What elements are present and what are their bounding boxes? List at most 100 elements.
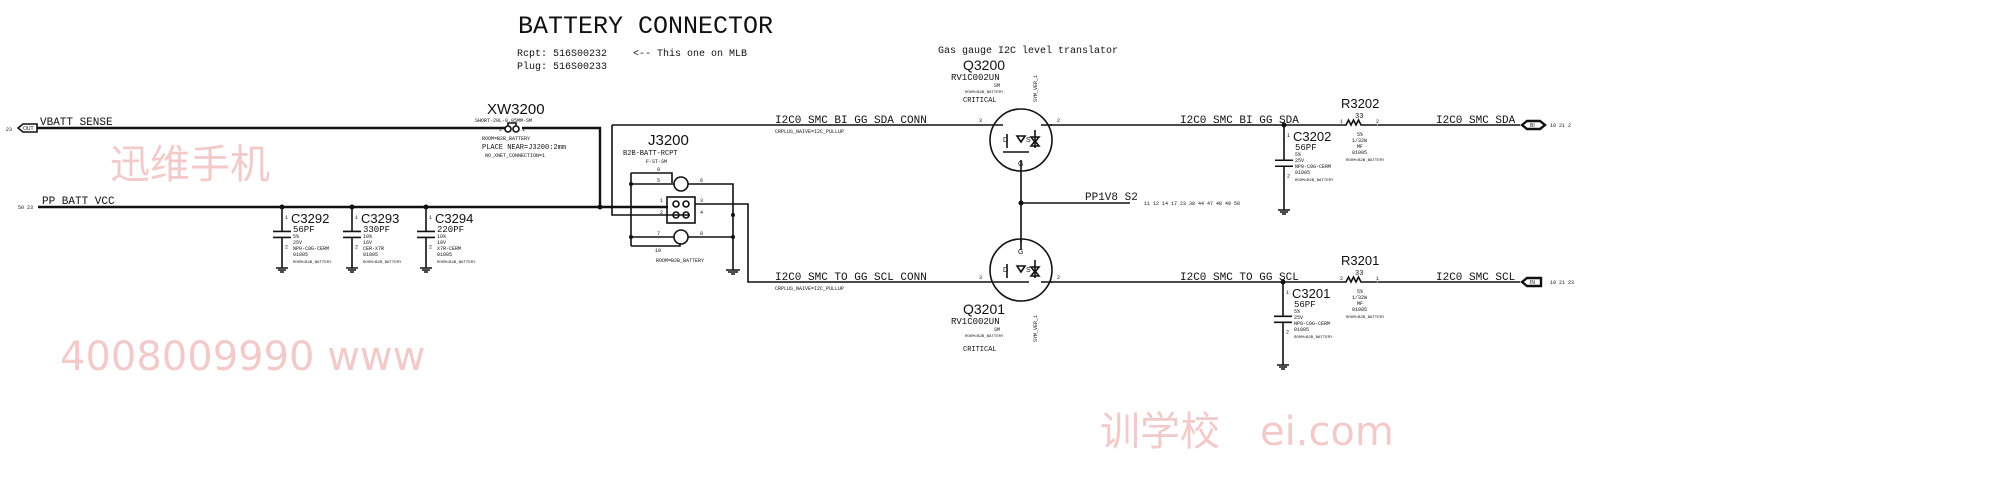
pin-label: 2 xyxy=(355,244,358,250)
pin-label: 1 xyxy=(1287,133,1290,139)
pin-label: 1 xyxy=(1376,276,1379,282)
critical-label: CRITICAL xyxy=(963,346,997,354)
value-label: RV1C002UN xyxy=(951,73,1000,83)
room-label: ROOM=B2B_BATTERY xyxy=(437,261,476,265)
type-label: MF xyxy=(1357,301,1363,307)
connector-wiring xyxy=(630,172,734,270)
wire-i2c-conn xyxy=(611,124,990,283)
junction-dot xyxy=(1281,122,1287,128)
power-label: 1/32W xyxy=(1352,138,1367,144)
room-label: ROOM=B2B_BATTERY xyxy=(363,261,402,265)
mosfet-leads xyxy=(990,240,1052,283)
ref-label: J3200 xyxy=(648,132,689,149)
net-vbatt-sense: VBATT SENSE xyxy=(40,117,113,129)
ref-label: XW3200 xyxy=(487,101,545,118)
dielectric-label: NP0-C0G-CERM xyxy=(1295,164,1331,170)
ref-label: C3293 xyxy=(361,211,399,226)
watermark: 迅维手机 4008009990 www 训学校 ei.com xyxy=(60,142,1394,455)
pin-label: 2 xyxy=(1286,329,1289,335)
symbol-version-label: SYM_VER_1 xyxy=(1033,75,1039,102)
pin-label: 2 xyxy=(1376,119,1379,125)
ref-label: R3202 xyxy=(1341,96,1379,111)
ref-label: Q3201 xyxy=(963,301,1005,317)
package-label: 01005 xyxy=(1352,307,1367,313)
gas-gauge-note: Gas gauge I2C level translator xyxy=(938,45,1118,57)
tolerance-label: 5% xyxy=(1295,152,1301,158)
tolerance-label: 5% xyxy=(293,234,299,240)
place-label: PLACE NEAR=J3200:2mm xyxy=(482,144,566,152)
package-label: 01005 xyxy=(437,252,452,258)
watermark-text: 训学校 xyxy=(1100,409,1220,455)
pin-label: 3 xyxy=(979,118,982,124)
net-refs: 50 23 xyxy=(18,205,33,211)
port-bi-icon xyxy=(1520,119,1547,131)
room-label: ROOM=B2B_BATTERY xyxy=(965,335,1004,339)
diode-icon xyxy=(1015,265,1041,277)
watermark-text: 4008009990 www xyxy=(60,334,425,380)
net-refs: 11 12 14 17 23 38 44 47 48 49 50 xyxy=(1144,201,1240,207)
value-label: RV1C002UN xyxy=(951,317,1000,327)
voltage-label: 25V xyxy=(1294,315,1303,321)
plug-note: Plug: 516S00233 xyxy=(517,61,607,73)
room-label: ROOM=B2B_BATTERY xyxy=(1346,316,1385,320)
pin-label: 1 xyxy=(522,127,525,133)
pin-label: 7 xyxy=(657,231,660,237)
resistor-zigzag-icon xyxy=(1338,275,1378,284)
diode-icon xyxy=(1015,135,1041,147)
port-label: IN xyxy=(1530,280,1535,286)
tolerance-label: 10% xyxy=(363,234,372,240)
pin-label: 2 xyxy=(285,244,288,250)
package-label: 01005 xyxy=(293,252,308,258)
pkg-label: F-ST-SM xyxy=(646,159,667,165)
pin-label: 10 xyxy=(655,248,661,254)
net-pp1v8-s2: PP1V8 S2 xyxy=(1085,192,1138,204)
watermark-text: ei.com xyxy=(1260,409,1394,455)
pin-label: 3 xyxy=(979,275,982,281)
dielectric-label: CER-X7R xyxy=(363,246,384,252)
resistor-zigzag-icon xyxy=(1338,118,1378,127)
value-label: 33 xyxy=(1355,270,1363,278)
pin-circle xyxy=(673,176,689,192)
xw3200: XW3200 SHORT-20L-0.05MM-SM 2 1 ROOM=B2B_… xyxy=(475,101,566,159)
port-label: OUT xyxy=(23,126,34,132)
pin-label: 1 xyxy=(429,215,432,221)
pin-label: 2 xyxy=(1340,276,1343,282)
room-label: ROOM=B2B_BATTERY xyxy=(1346,159,1385,163)
tolerance-label: 5% xyxy=(1294,309,1300,315)
capacitor-symbol xyxy=(273,207,291,273)
tolerance-label: 10% xyxy=(437,234,446,240)
junction-dot xyxy=(597,204,603,210)
ref-label: C3294 xyxy=(435,211,473,226)
pin-label: 6 xyxy=(700,178,703,184)
voltage-label: 10V xyxy=(437,240,446,246)
capacitor-c3201: 12C320156PF5%25VNP0-C0G-CERM01005ROOM=B2… xyxy=(1274,282,1333,370)
pin-label: D xyxy=(1003,137,1008,144)
capacitor-symbol xyxy=(417,207,435,273)
watermark-text: 迅维手机 xyxy=(110,142,270,188)
value-label: 330PF xyxy=(363,225,390,235)
critical-label: CRITICAL xyxy=(963,97,997,105)
pin-label: G xyxy=(1018,249,1023,256)
rcpt-note: Rcpt: 516S00232 xyxy=(517,49,607,60)
ref-label: C3202 xyxy=(1293,129,1331,144)
net-scl-conn: I2C0 SMC TO GG SCL CONN xyxy=(775,272,927,284)
symbol-version-label: SYM_VER_1 xyxy=(1033,315,1039,342)
ground-icon xyxy=(726,269,740,275)
junction-dot xyxy=(1018,200,1024,206)
pin-circle xyxy=(673,229,689,245)
pin-label: 2 xyxy=(429,244,432,250)
wire-vbatt-sense xyxy=(37,126,602,207)
voltage-label: 25V xyxy=(293,240,302,246)
pin-circle xyxy=(512,125,520,133)
pin-label: S xyxy=(1026,267,1031,274)
room-label: ROOM=B2B_BATTERY xyxy=(1295,179,1334,183)
pin-circle xyxy=(672,200,680,208)
room-label: ROOM=B2B_BATTERY xyxy=(965,91,1004,95)
net-property: CRPLUS_NAIVE=I2C_PULLUP xyxy=(775,129,844,135)
pin-label: 8 xyxy=(700,231,703,237)
package-label: SM xyxy=(994,327,1000,333)
capacitor-c3292: 12C329256PF5%25VNP0-C0G-CERM01005ROOM=B2… xyxy=(273,207,332,273)
pin-label: S xyxy=(1026,137,1031,144)
ref-label: C3292 xyxy=(291,211,329,226)
